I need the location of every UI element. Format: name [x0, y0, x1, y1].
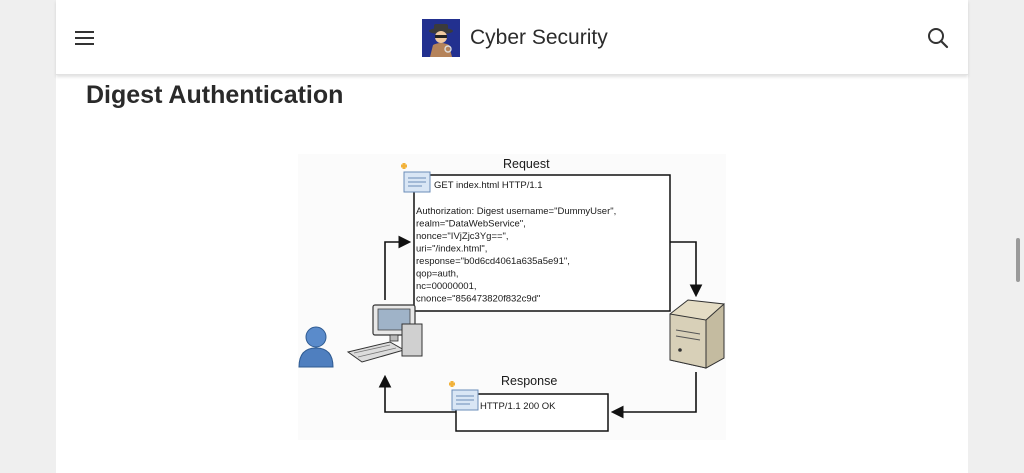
- auth-line: uri="/index.html",: [416, 244, 487, 255]
- request-box: [413, 174, 671, 312]
- request-label: Request: [503, 157, 550, 171]
- response-line: HTTP/1.1 200 OK: [480, 401, 556, 412]
- auth-line: Authorization: Digest username="DummyUse…: [416, 206, 616, 217]
- hamburger-menu-icon[interactable]: [72, 25, 98, 51]
- auth-line: qop=auth,: [416, 269, 459, 280]
- arrow-request-to-server: [670, 241, 703, 298]
- response-label: Response: [501, 374, 557, 388]
- document-icon: [449, 381, 479, 411]
- document-icon: [401, 163, 431, 193]
- app-title: Cyber Security: [470, 26, 608, 49]
- response-box: [455, 393, 609, 432]
- arrow-server-to-response: [610, 372, 697, 419]
- arrow-client-to-request: [384, 235, 412, 300]
- user-icon: [298, 326, 334, 368]
- auth-line: realm="DataWebService",: [416, 219, 526, 230]
- brand[interactable]: Cyber Security: [422, 18, 608, 58]
- auth-line: cnonce="856473820f832c9d": [416, 294, 540, 305]
- server-icon: [669, 299, 725, 369]
- auth-line: response="b0d6cd4061a635a5e91",: [416, 256, 570, 267]
- article-heading: Digest Authentication: [86, 81, 344, 109]
- top-app-bar: Cyber Security: [56, 0, 968, 75]
- search-icon[interactable]: [926, 26, 950, 50]
- detective-logo-icon: [422, 19, 460, 57]
- request-line: GET index.html HTTP/1.1: [434, 180, 543, 191]
- arrow-response-to-client: [378, 374, 456, 413]
- page-content: Cyber Security Digest Authentication Req…: [56, 0, 968, 473]
- digest-auth-diagram: Request GET index.html HTTP/1.1 Authoriz…: [298, 154, 726, 440]
- scrollbar-thumb[interactable]: [1016, 238, 1020, 282]
- auth-line: nonce="IVjZjc3Yg==",: [416, 231, 509, 242]
- computer-icon: [346, 304, 423, 363]
- auth-line: nc=00000001,: [416, 281, 477, 292]
